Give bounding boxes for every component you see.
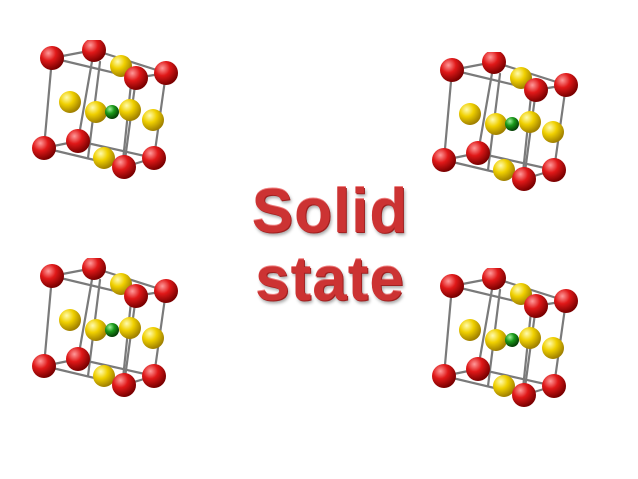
corner-atom: [154, 279, 178, 303]
face-atom: [93, 147, 115, 169]
corner-atom: [112, 373, 136, 397]
corner-atom: [542, 374, 566, 398]
face-atom: [142, 327, 164, 349]
corner-atom: [66, 129, 90, 153]
slide-title: Solid state: [200, 178, 460, 314]
corner-atom: [542, 158, 566, 182]
face-atom: [459, 103, 481, 125]
corner-atom: [124, 66, 148, 90]
face-atom: [493, 159, 515, 181]
corner-atom: [482, 268, 506, 290]
corner-atom: [32, 136, 56, 160]
corner-atom: [124, 284, 148, 308]
face-atom: [59, 91, 81, 113]
corner-atom: [40, 264, 64, 288]
corner-atom: [432, 148, 456, 172]
corner-atom: [512, 167, 536, 191]
face-atom: [485, 329, 507, 351]
center-atom: [105, 323, 119, 337]
face-atom: [93, 365, 115, 387]
center-atom: [105, 105, 119, 119]
corner-atom: [82, 40, 106, 62]
corner-atom: [66, 347, 90, 371]
corner-atom: [554, 73, 578, 97]
corner-atom: [154, 61, 178, 85]
corner-atom: [512, 383, 536, 407]
face-atom: [519, 327, 541, 349]
center-atom: [505, 333, 519, 347]
center-atom: [505, 117, 519, 131]
title-line-2: state: [255, 245, 405, 314]
corner-atom: [432, 364, 456, 388]
crystal-lattice-bottom-left: [28, 258, 198, 408]
crystal-lattice-top-left: [28, 40, 198, 190]
corner-atom: [466, 357, 490, 381]
corner-atom: [112, 155, 136, 179]
face-atom: [485, 113, 507, 135]
face-atom: [142, 109, 164, 131]
crystal-lattice-top-right: [428, 52, 598, 202]
corner-atom: [440, 58, 464, 82]
face-atom: [493, 375, 515, 397]
corner-atom: [142, 146, 166, 170]
face-atom: [85, 319, 107, 341]
crystal-lattice-picture: [432, 268, 578, 407]
crystal-lattice-picture: [32, 40, 178, 179]
face-atom: [119, 99, 141, 121]
corner-atom: [524, 294, 548, 318]
crystal-lattice-picture: [432, 52, 578, 191]
corner-atom: [82, 258, 106, 280]
face-atom: [59, 309, 81, 331]
corner-atom: [40, 46, 64, 70]
corner-atom: [142, 364, 166, 388]
corner-atom: [440, 274, 464, 298]
crystal-lattice-bottom-right: [428, 268, 598, 418]
face-atom: [542, 121, 564, 143]
corner-atom: [554, 289, 578, 313]
face-atom: [519, 111, 541, 133]
crystal-lattice-picture: [32, 258, 178, 397]
face-atom: [542, 337, 564, 359]
face-atom: [119, 317, 141, 339]
corner-atom: [466, 141, 490, 165]
corner-atom: [524, 78, 548, 102]
face-atom: [459, 319, 481, 341]
face-atom: [85, 101, 107, 123]
corner-atom: [32, 354, 56, 378]
corner-atom: [482, 52, 506, 74]
title-line-1: Solid: [251, 177, 409, 246]
